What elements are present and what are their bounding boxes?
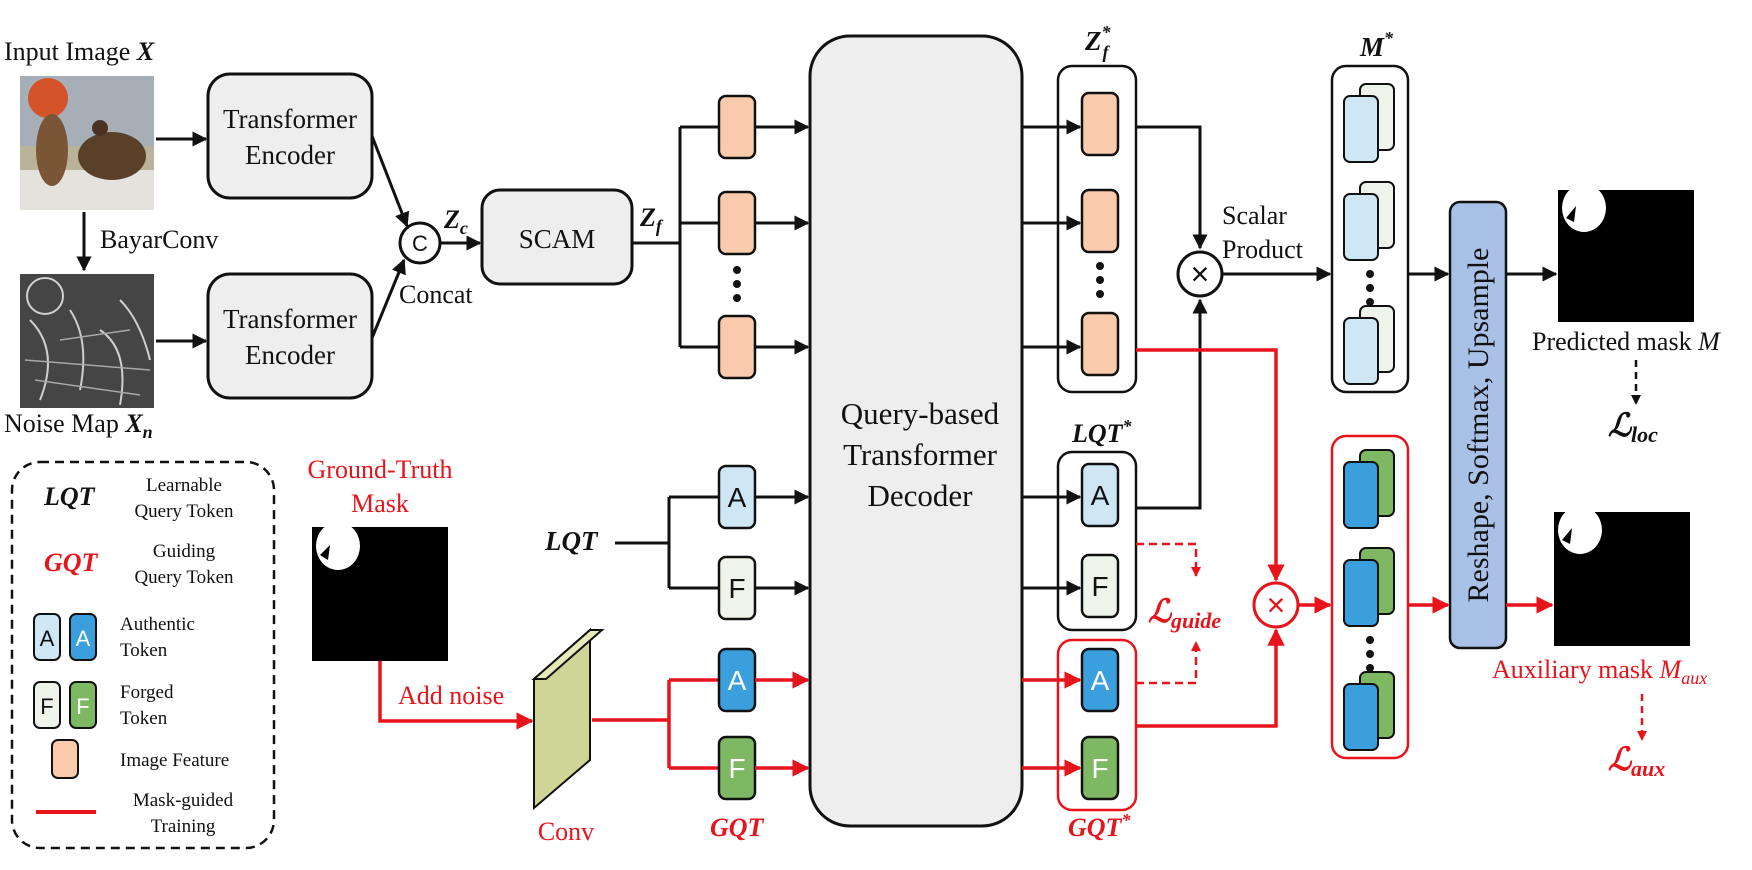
svg-text:Forged: Forged: [120, 682, 174, 703]
decoder-line3: Decoder: [868, 478, 974, 513]
gqt-star-label: GQT*: [1068, 810, 1131, 842]
svg-text:F: F: [40, 694, 53, 719]
svg-text:A: A: [1091, 665, 1110, 696]
reshape-softmax-upsample-block: [1448, 200, 1508, 650]
scalar-label-1: Scalar: [1222, 201, 1287, 230]
feature-token-out: [1080, 311, 1120, 377]
reshape-label: Reshape, Softmax, Upsample: [1462, 248, 1495, 603]
aux-mask-stack: [1343, 449, 1395, 751]
svg-text:Token: Token: [120, 640, 168, 661]
authentic-token-dark-out: [1080, 647, 1120, 713]
feature-token: [717, 190, 757, 256]
decoder-line2: Transformer: [843, 437, 998, 472]
svg-text:Image Feature: Image Feature: [120, 750, 229, 771]
feature-token-out: [1080, 91, 1120, 157]
scam-label: SCAM: [519, 224, 596, 254]
encoder-bottom-line2: Encoder: [245, 340, 335, 370]
feature-token: [717, 314, 757, 380]
predicted-mask-image: [1558, 184, 1694, 322]
svg-text:×: ×: [1267, 587, 1286, 623]
zc-label: Zc: [443, 205, 468, 238]
add-noise-label: Add noise: [398, 681, 504, 710]
svg-text:A: A: [40, 626, 55, 651]
input-image-thumbnail: [20, 76, 154, 210]
svg-text:A: A: [728, 665, 747, 696]
svg-text:F: F: [1091, 753, 1108, 784]
svg-text:Query Token: Query Token: [134, 501, 234, 522]
lqt-input-label: LQT: [544, 526, 599, 556]
gt-mask-label-2: Mask: [351, 489, 409, 518]
concat-label: Concat: [399, 280, 473, 309]
forged-token-light-out: [1080, 553, 1120, 619]
gqt-input-label: GQT: [710, 813, 765, 842]
feature-token-out: [1080, 188, 1120, 254]
legend-forged-dark: [69, 681, 97, 729]
zf-label: Zf: [639, 203, 664, 236]
transformer-encoder-top: [206, 72, 374, 200]
concat-symbol: C: [412, 231, 428, 256]
svg-text:A: A: [76, 626, 91, 651]
encoder-top-line2: Encoder: [245, 140, 335, 170]
loss-guide: ℒguide: [1148, 593, 1221, 633]
svg-text:Training: Training: [151, 816, 216, 837]
auxiliary-mask-label: Auxiliary mask Maux: [1492, 655, 1707, 688]
svg-text:F: F: [728, 573, 745, 604]
svg-text:F: F: [1091, 571, 1108, 602]
svg-text:A: A: [1091, 480, 1110, 511]
legend-authentic-dark: [69, 613, 97, 661]
svg-text:Token: Token: [120, 708, 168, 729]
legend-forged-light: [33, 681, 61, 729]
loss-loc: ℒloc: [1608, 407, 1658, 447]
query-based-transformer-decoder: [808, 34, 1024, 828]
noise-map-thumbnail: [20, 274, 154, 408]
mask-stack: [1343, 83, 1395, 385]
noise-map-label: Noise Map Xn: [4, 409, 153, 442]
predicted-mask-label: Predicted mask M: [1532, 327, 1721, 356]
legend-gqt-symbol: GQT: [44, 548, 99, 577]
legend-lqt-symbol: LQT: [43, 482, 96, 511]
svg-text:Mask-guided: Mask-guided: [133, 790, 234, 811]
gt-mask-label-1: Ground-Truth: [308, 455, 453, 484]
svg-text:Query Token: Query Token: [134, 567, 234, 588]
svg-text:Guiding: Guiding: [153, 541, 216, 562]
m-star-label: M*: [1359, 28, 1394, 62]
svg-text:F: F: [728, 753, 745, 784]
svg-text:F: F: [76, 694, 89, 719]
loss-aux: ℒaux: [1608, 741, 1665, 781]
bayarconv-label: BayarConv: [100, 225, 218, 254]
forged-token-dark-out: [1080, 735, 1120, 801]
ground-truth-mask: [312, 522, 448, 661]
scalar-label-2: Product: [1222, 235, 1304, 264]
lqt-star-label: LQT*: [1071, 416, 1133, 448]
encoder-top-line1: Transformer: [223, 104, 357, 134]
transformer-encoder-bottom: [206, 272, 374, 400]
authentic-token-light-out: [1080, 462, 1120, 528]
input-image-label: Input Image X: [4, 37, 155, 66]
svg-text:A: A: [728, 482, 747, 513]
scam-block: [480, 188, 634, 286]
svg-text:Learnable: Learnable: [146, 475, 222, 496]
decoder-line1: Query-based: [841, 396, 1000, 431]
legend-authentic-light: [33, 613, 61, 661]
zf-star-label: Z*f: [1084, 22, 1112, 62]
auxiliary-mask-image: [1554, 506, 1690, 646]
encoder-bottom-line1: Transformer: [223, 304, 357, 334]
conv-block: [531, 627, 605, 811]
feature-token: [717, 94, 757, 160]
conv-label: Conv: [538, 817, 594, 846]
legend-image-feature: [51, 739, 79, 779]
svg-text:Authentic: Authentic: [120, 614, 195, 635]
svg-text:×: ×: [1191, 256, 1210, 292]
